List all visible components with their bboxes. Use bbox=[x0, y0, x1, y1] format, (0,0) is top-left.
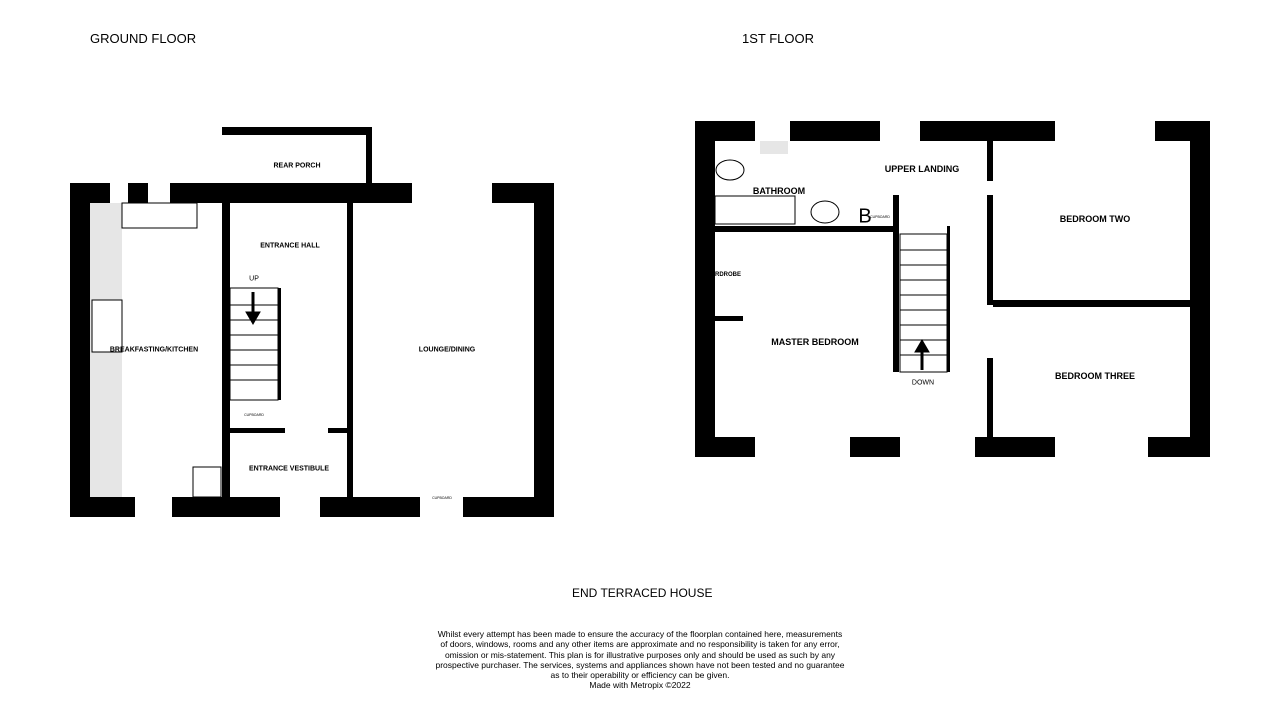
basin bbox=[810, 200, 840, 224]
room-label-bedroom-two: BEDROOM TWO bbox=[1059, 214, 1131, 224]
disclaimer-line: prospective purchaser. The services, sys… bbox=[435, 659, 845, 670]
credit: Made with Metropix ©2022 bbox=[589, 680, 691, 691]
disclaimer-line: omission or mis-statement. This plan is … bbox=[444, 649, 836, 660]
disclaimer-line: of doors, windows, rooms and any other i… bbox=[440, 639, 840, 650]
cupboard-label: CUPBOARD bbox=[244, 413, 264, 417]
ground-stairs bbox=[229, 287, 279, 401]
room-label-kitchen: BREAKFASTING/KITCHEN bbox=[109, 346, 199, 354]
boiler-label: B bbox=[858, 205, 872, 228]
cupboard-label: CUPBOARD bbox=[432, 496, 452, 500]
toilet bbox=[715, 159, 745, 181]
room-label-rear-porch: REAR PORCH bbox=[273, 162, 321, 170]
room-label-upper-landing: UPPER LANDING bbox=[884, 164, 960, 174]
ground-floor-plan bbox=[70, 127, 554, 517]
room-label-bedroom-three: BEDROOM THREE bbox=[1054, 371, 1136, 381]
room-label-bathroom: BATHROOM bbox=[752, 186, 806, 196]
disclaimer-line: Whilst every attempt has been made to en… bbox=[437, 629, 843, 639]
cupboard-label: CUPBOARD bbox=[870, 215, 890, 219]
first-stairs bbox=[899, 233, 948, 373]
stairs-up-label: UP bbox=[249, 275, 259, 283]
sink-unit bbox=[121, 202, 198, 229]
house-type: END TERRACED HOUSE bbox=[572, 586, 713, 600]
first-floor-plan bbox=[695, 121, 1210, 457]
ground-floor-heading: GROUND FLOOR bbox=[90, 31, 197, 46]
first-floor-heading: 1ST FLOOR bbox=[742, 31, 815, 46]
stairs-down-label: DOWN bbox=[911, 379, 935, 387]
room-label-lounge: LOUNGE/DINING bbox=[418, 346, 476, 354]
room-label-master-bedroom: MASTER BEDROOM bbox=[771, 337, 859, 347]
bath bbox=[714, 195, 796, 225]
wardrobe-label: RDROBE bbox=[714, 272, 742, 278]
room-label-entrance-hall: ENTRANCE HALL bbox=[260, 242, 320, 250]
disclaimer: Whilst every attempt has been made to en… bbox=[420, 629, 860, 691]
room-label-vestibule: ENTRANCE VESTIBULE bbox=[248, 465, 330, 473]
disclaimer-line: as to their operability or efficiency ca… bbox=[550, 670, 730, 681]
hob bbox=[91, 299, 123, 353]
